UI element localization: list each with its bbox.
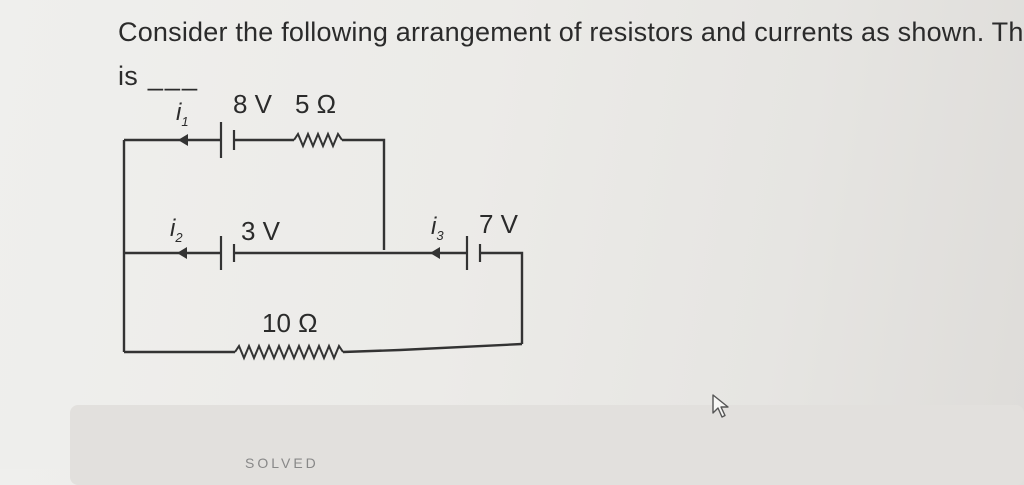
question-line-1: Consider the following arrangement of re… (118, 17, 1024, 47)
arrow-i1 (178, 134, 188, 146)
label-i2: i2 (170, 215, 183, 245)
top-branch-wire-right (342, 138, 386, 250)
bottom-wire-right (342, 342, 523, 354)
bottom-panel (70, 405, 1024, 485)
arrow-i3 (430, 247, 440, 259)
label-7v: 7 V (479, 209, 519, 239)
mouse-pointer-icon (712, 394, 729, 418)
label-i3: i3 (431, 213, 444, 243)
label-10-ohm: 10 Ω (262, 308, 318, 338)
circuit-diagram: i1 8 V 5 Ω i2 3 V i3 7 V 10 Ω (122, 89, 524, 361)
resistor-10-ohm-zigzag (234, 343, 344, 361)
label-i1: i1 (176, 99, 189, 129)
question-text: Consider the following arrangement of re… (118, 12, 1024, 100)
answer-blank: ___ (147, 61, 199, 91)
label-8v: 8 V (233, 89, 273, 119)
label-5-ohm: 5 Ω (295, 89, 336, 119)
arrow-i2 (177, 247, 187, 259)
resistor-5-ohm-zigzag (293, 131, 343, 149)
footer-partial-text: SOLVED (245, 455, 319, 471)
label-3v: 3 V (241, 216, 281, 246)
right-branch-wire-right (480, 251, 524, 344)
question-line-2: is ___ (118, 56, 1024, 100)
question-prefix: is (118, 61, 138, 91)
